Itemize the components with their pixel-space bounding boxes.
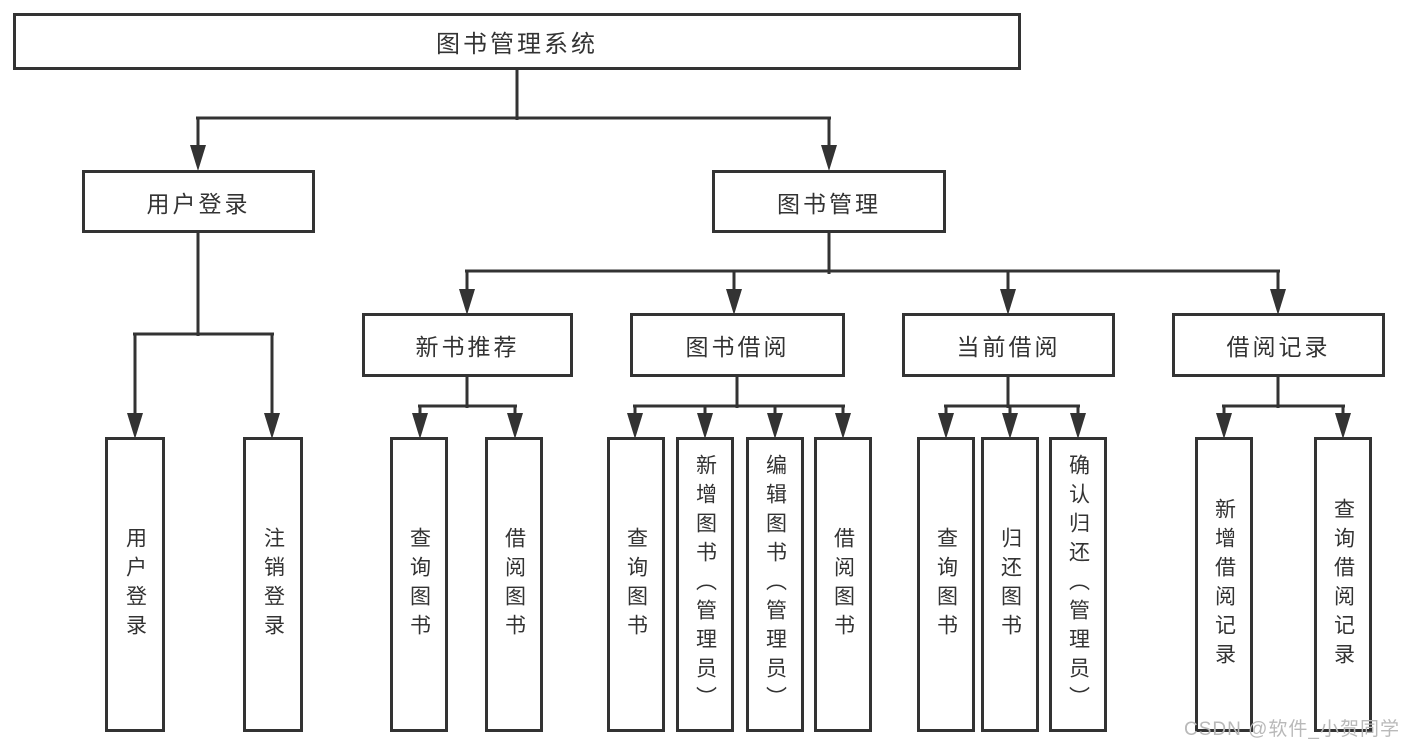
leaf-query-books-borrow: 查询图书 [607, 437, 665, 732]
leaf-borrow-books: 借阅图书 [814, 437, 872, 732]
arrow-icon [412, 413, 428, 439]
node-book-borrow: 图书借阅 [630, 313, 845, 377]
arrow-icon [835, 413, 851, 439]
arrow-icon [459, 289, 475, 315]
arrow-icon [264, 413, 280, 439]
arrow-icon [697, 413, 713, 439]
arrow-icon [1070, 413, 1086, 439]
leaf-add-borrow-record: 新增借阅记录 [1195, 437, 1253, 732]
leaf-user-login: 用户登录 [105, 437, 165, 732]
node-root: 图书管理系统 [13, 13, 1021, 70]
arrow-icon [767, 413, 783, 439]
node-borrow-records: 借阅记录 [1172, 313, 1385, 377]
node-new-book-recommend: 新书推荐 [362, 313, 573, 377]
leaf-query-books-current: 查询图书 [917, 437, 975, 732]
arrow-icon [627, 413, 643, 439]
arrow-icon [821, 145, 837, 171]
arrow-icon [1216, 413, 1232, 439]
leaf-return-book: 归还图书 [981, 437, 1039, 732]
arrow-icon [127, 413, 143, 439]
leaf-query-borrow-record: 查询借阅记录 [1314, 437, 1372, 732]
leaf-logout: 注销登录 [243, 437, 303, 732]
arrow-icon [1000, 289, 1016, 315]
connector-path [133, 70, 1345, 418]
csdn-watermark: CSDN @软件_小贺同学 [1184, 719, 1400, 740]
leaf-borrow-books-recommend: 借阅图书 [485, 437, 543, 732]
arrow-icon [1002, 413, 1018, 439]
leaf-add-book-admin: 新增图书（管理员） [676, 437, 734, 732]
node-current-borrow: 当前借阅 [902, 313, 1115, 377]
arrow-icon [938, 413, 954, 439]
arrow-icon [1270, 289, 1286, 315]
node-book-management: 图书管理 [712, 170, 946, 233]
arrow-icon [190, 145, 206, 171]
arrow-icon [1335, 413, 1351, 439]
leaf-query-books-recommend: 查询图书 [390, 437, 448, 732]
node-user-login: 用户登录 [82, 170, 315, 233]
arrowheads [127, 145, 1351, 439]
leaf-confirm-return-admin: 确认归还（管理员） [1049, 437, 1107, 732]
arrow-icon [507, 413, 523, 439]
leaf-edit-book-admin: 编辑图书（管理员） [746, 437, 804, 732]
arrow-icon [726, 289, 742, 315]
